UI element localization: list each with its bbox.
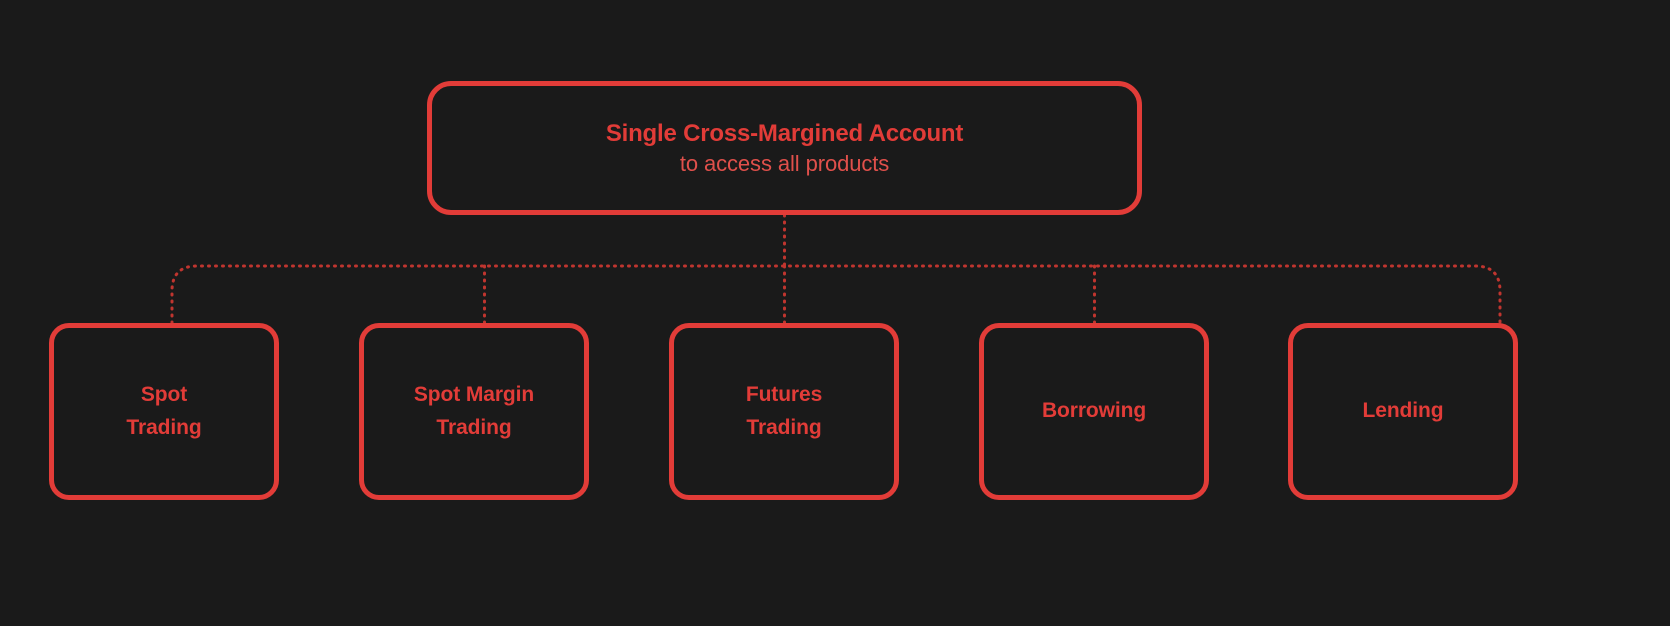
leaf-node-label: Lending xyxy=(1362,399,1444,423)
root-node-title: Single Cross-Margined Account xyxy=(605,119,964,147)
leaf-node-label: Spot Trading xyxy=(126,382,202,439)
leaf-node-borrowing[interactable]: Borrowing xyxy=(979,323,1209,500)
leaf-node-lending[interactable]: Lending xyxy=(1288,323,1518,500)
leaf-node-futures-trading[interactable]: Futures Trading xyxy=(669,323,899,500)
root-node-cross-margined-account[interactable]: Single Cross-Margined Account to access … xyxy=(427,81,1142,215)
leaf-node-label: Futures Trading xyxy=(745,382,823,439)
root-node-subtitle: to access all products xyxy=(679,150,890,176)
connector-rail xyxy=(170,264,1502,325)
leaf-node-spot-margin-trading[interactable]: Spot Margin Trading xyxy=(359,323,589,500)
leaf-node-label: Spot Margin Trading xyxy=(413,382,535,439)
leaf-node-spot-trading[interactable]: Spot Trading xyxy=(49,323,279,500)
leaf-node-label: Borrowing xyxy=(1041,399,1147,423)
